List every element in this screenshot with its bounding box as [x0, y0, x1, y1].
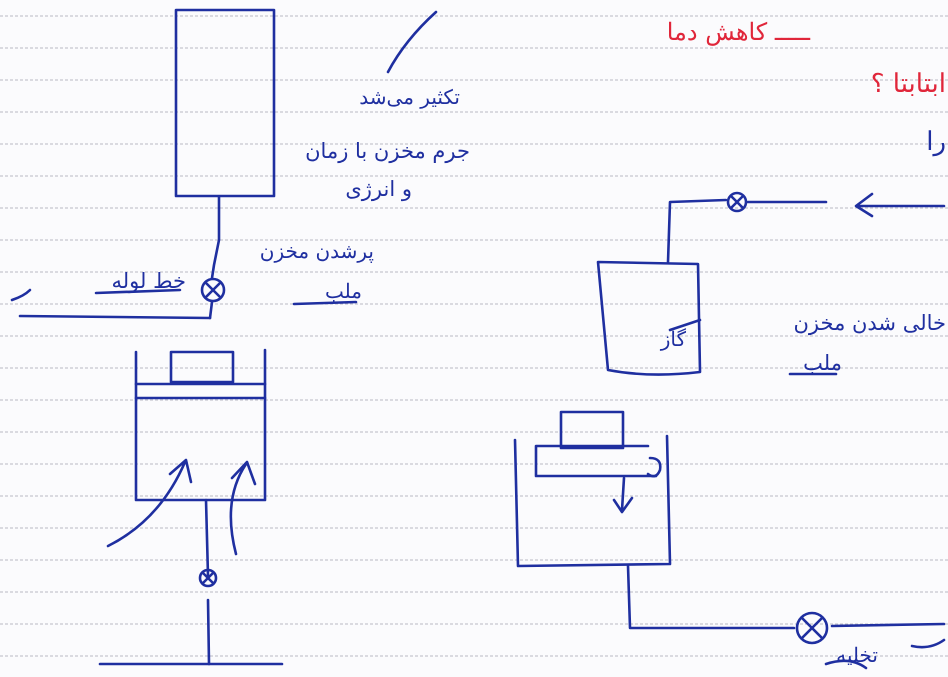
discharge-piston-plate [536, 446, 656, 476]
pipeline-left-hook [12, 290, 30, 300]
discharge-label: تخلیه [836, 643, 878, 667]
side-red-heading: ابتابتا ؟ [871, 69, 946, 99]
discharge-cylinder-diagram [515, 412, 944, 668]
discharge-down-arrow [614, 478, 632, 512]
emptying-label: خالی شدن مخزن [794, 311, 947, 336]
gas-tank [598, 262, 700, 375]
valve-icon [797, 613, 827, 643]
inlet-pipe [206, 500, 209, 664]
ruled-lines [0, 16, 948, 656]
emptying-tank-diagram [598, 193, 944, 375]
outlet-flow-arrow [856, 194, 944, 216]
emptying-label-sub: ملب [803, 351, 842, 375]
cylinder-body [136, 350, 265, 500]
expansion-pointer-line [388, 12, 436, 72]
inlet-flow-arrow-right [231, 462, 255, 554]
expands-label: تکثیر می‌شد [359, 85, 460, 109]
discharge-piston-roll [648, 458, 660, 476]
mass-over-time-label: جرم مخزن با زمان [305, 139, 470, 164]
energy-label: و انرژی [345, 177, 412, 202]
top-red-note: ـــــ کاهش دما [667, 18, 811, 46]
gas-outlet-pipe [668, 200, 726, 262]
valve-icon [202, 279, 224, 301]
inlet-flow-arrow-left [108, 460, 191, 546]
discharge-cylinder-body [515, 436, 670, 566]
tank-top [176, 10, 274, 196]
discharge-pipe [628, 566, 794, 628]
pipeline-line [20, 316, 210, 318]
piston-cylinder-diagram [100, 350, 282, 664]
tank-top-outlet-pipe [212, 197, 219, 278]
piston-weight [171, 352, 233, 382]
pipeline-label: خط لوله [112, 269, 187, 294]
gas-label: گاز [660, 327, 687, 351]
side-partial-text: را [926, 127, 946, 157]
filling-label: پرشدن مخزن [260, 239, 374, 263]
discharge-weight [561, 412, 623, 448]
piston-plate [136, 384, 265, 398]
filling-label-sub: ملب [325, 279, 362, 303]
